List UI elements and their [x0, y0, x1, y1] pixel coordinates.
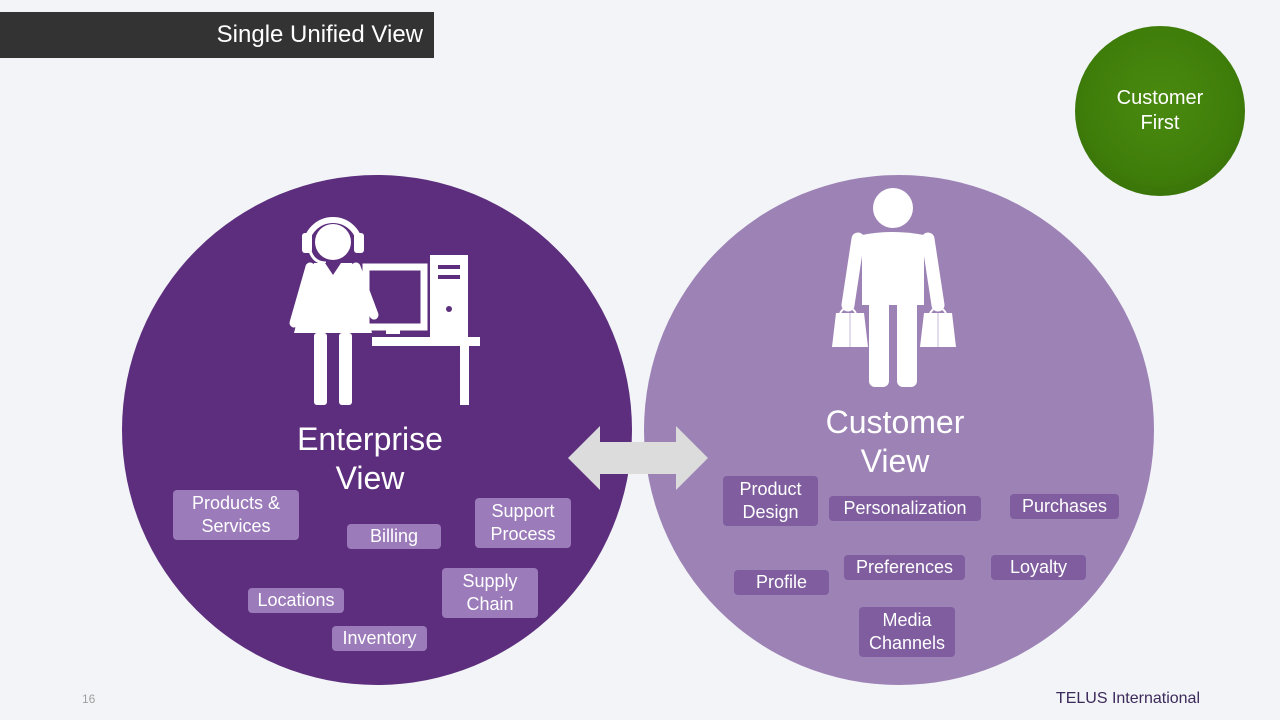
tag-line: Profile — [755, 572, 808, 592]
tag-inventory: Inventory — [332, 626, 427, 651]
shopper-icon — [832, 188, 956, 387]
tag-line: Locations — [257, 590, 335, 610]
tag-line: Design — [742, 502, 799, 522]
tag-billing: Billing — [347, 524, 441, 549]
tag-line: Purchases — [1021, 496, 1108, 516]
tag-line: Loyalty — [1009, 557, 1068, 577]
tag-line: Personalization — [843, 498, 967, 518]
tag-line: Inventory — [342, 628, 417, 648]
tag-supply-chain: Supply Chain — [442, 568, 538, 618]
customer-label-line-1: Customer — [825, 404, 965, 440]
tag-preferences: Preferences — [844, 555, 965, 580]
agent-at-computer-icon — [289, 217, 480, 405]
tag-media-channels: Media Channels — [859, 607, 955, 657]
double-arrow-icon — [568, 426, 708, 490]
customer-first-badge: Customer First — [1075, 26, 1245, 196]
tag-line: Services — [201, 516, 271, 536]
tag-line: Product — [739, 479, 802, 499]
tag-line: Supply — [462, 571, 518, 591]
badge-line-2: First — [1140, 112, 1180, 134]
badge-line-1: Customer — [1116, 87, 1204, 109]
slide-title-bar: Single Unified View — [0, 12, 434, 58]
slide-title: Single Unified View — [216, 21, 423, 48]
tag-personalization: Personalization — [829, 496, 981, 521]
tag-line: Preferences — [855, 557, 954, 577]
tag-purchases: Purchases — [1010, 494, 1119, 519]
enterprise-label-line-1: Enterprise — [297, 421, 443, 457]
tag-locations: Locations — [248, 588, 344, 613]
tag-line: Chain — [466, 594, 514, 614]
enterprise-view-circle — [122, 175, 632, 685]
page-number: 16 — [82, 692, 96, 706]
tag-line: Process — [490, 524, 556, 544]
tag-products-services: Products & Services — [173, 490, 299, 540]
tag-product-design: Product Design — [723, 476, 818, 526]
enterprise-label-line-2: View — [335, 460, 405, 496]
tag-loyalty: Loyalty — [991, 555, 1086, 580]
tag-line: Channels — [868, 633, 946, 653]
customer-label-line-2: View — [860, 443, 930, 479]
tag-line: Support — [491, 501, 555, 521]
tag-line: Billing — [369, 526, 419, 546]
tag-profile: Profile — [734, 570, 829, 595]
customer-view-label: Customer View — [785, 403, 1005, 481]
tag-line: Products & — [191, 493, 281, 513]
tag-line: Media — [882, 610, 932, 630]
enterprise-view-label: Enterprise View — [260, 420, 480, 498]
tag-support-process: Support Process — [475, 498, 571, 548]
brand-footer: TELUS International — [1055, 690, 1200, 707]
